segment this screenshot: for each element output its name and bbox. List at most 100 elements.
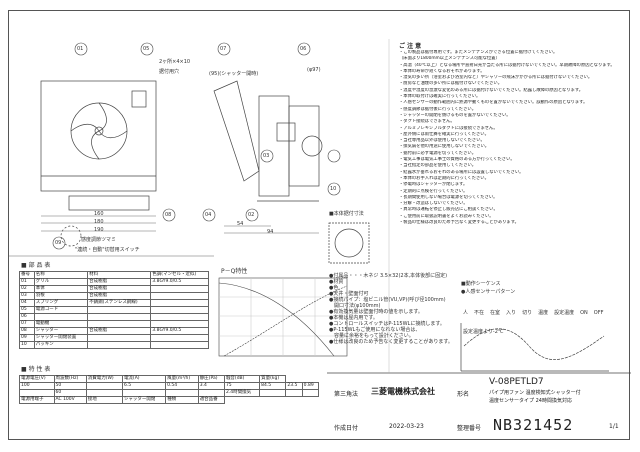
- table-cell: [150, 334, 209, 342]
- table-cell: [259, 389, 287, 397]
- note-line: （床面より1800mm以上メンテナンス可能な位置）: [399, 56, 500, 62]
- perf-title: ■ 特 性 表: [21, 366, 51, 373]
- note-line: ・湿気の多い所（浴室および浴室内など）やシャワーの飛沫がかかる所には据付けないで…: [399, 75, 593, 81]
- technical-drawings: [9, 39, 631, 374]
- callout-number: 10: [330, 186, 337, 192]
- callout-number: 06: [300, 46, 307, 52]
- sequence-label: ON: [580, 310, 588, 316]
- note-line: ・異常時は運転を停止し販売店にご相談ください。: [399, 207, 498, 213]
- table-cell: 接地: [85, 396, 123, 404]
- note-line: ・本体のお手入れは定期的に行ってください。: [399, 175, 489, 181]
- notes-title: ご 注 意: [399, 43, 422, 50]
- spec-item: ●付属品・・・木ネジ 3.5×32(2本,本体後部に固定): [329, 273, 448, 279]
- table-cell: 合成樹脂: [87, 278, 152, 286]
- angle-label: 第三角法: [334, 391, 359, 398]
- spec-item: ●接続パイプ：塩ビニル管(VU,VP)(呼び径100mm): [329, 297, 446, 303]
- note-line: ・停電時はシャッターが閉じます。: [399, 182, 468, 188]
- dim-label: 94: [267, 229, 274, 235]
- perf-table: 電源電圧(V)周波数(Hz)消費電力(W)電流(A)風量(m³/h)静圧(Pa)…: [19, 375, 320, 404]
- table-cell: [197, 389, 225, 397]
- table-cell: [150, 341, 209, 349]
- note-line: ・本体の寿命が短くなるおそれがあります。: [399, 68, 485, 74]
- table-cell: [87, 320, 152, 328]
- table-cell: [85, 382, 123, 390]
- table-cell: [87, 341, 152, 349]
- table-cell: 03: [19, 292, 35, 300]
- table-cell: 電源電圧(V): [19, 375, 55, 383]
- table-cell: 23.5: [285, 382, 303, 390]
- sequence-label: 入り: [506, 310, 517, 316]
- table-cell: [301, 389, 320, 397]
- table-cell: 合成樹脂: [87, 292, 152, 300]
- note-line: ・結露水が垂れるおそれのある場所には設置しないでください。: [399, 169, 524, 175]
- table-cell: AC 100V: [53, 396, 87, 404]
- table-cell: 不錆鋼(ステンレス鋼線): [87, 299, 152, 307]
- date-value: 2022-03-23: [389, 423, 424, 430]
- sequence-label: 在室: [490, 310, 501, 316]
- table-cell: 名称: [33, 271, 89, 279]
- table-cell: [121, 389, 167, 397]
- note-line: ・長期間使用しない場合は電源を切ってください。: [399, 194, 498, 200]
- table-row: 06: [19, 313, 209, 321]
- table-cell: グリル: [33, 278, 89, 286]
- pq-curve: [218, 282, 335, 357]
- note-line: ・当社指定の部品を使用してください。: [399, 163, 477, 169]
- sequence-subtitle: ●人感センサーパターン: [461, 289, 516, 295]
- table-cell: 2.4時間換気: [223, 389, 261, 397]
- hole-note: 2ヶ所×4×10: [159, 59, 191, 65]
- note-line: ・屋外側には雨仕舞を確実に行ってください。: [399, 131, 489, 137]
- table-cell: [87, 313, 152, 321]
- table-cell: 3.8GY9.0/0.5: [150, 278, 209, 286]
- table-cell: [150, 285, 209, 293]
- table-cell: [19, 389, 55, 397]
- hole-note: 据付用穴: [159, 69, 180, 75]
- drawing-sheet: 01 05 07 06 03 04 02 10 08 09 2ヶ所×4×10 据…: [8, 10, 631, 440]
- table-cell: スプリング: [33, 299, 89, 307]
- note-line: ・電気工事は電気工事士の資格のある方が行ってください。: [399, 157, 515, 163]
- table-cell: [150, 299, 209, 307]
- table-header-row: 番号名称材料色調(マンセル・近似): [19, 271, 209, 279]
- table-cell: 周波数(Hz): [53, 375, 87, 383]
- spec-item: ●P-115WLもご使用になれない場合は、: [329, 327, 421, 333]
- sequence-label: 温度: [538, 310, 549, 316]
- table-row: 60 2.4時間換気: [19, 389, 320, 397]
- table-cell: 07: [19, 320, 35, 328]
- company-name: 三菱電機株式会社: [371, 387, 435, 396]
- table-cell: [150, 306, 209, 314]
- note-line: ・ご使用前に取扱説明書をよくお読みください。: [399, 213, 494, 219]
- callout-number: 04: [205, 212, 212, 218]
- sequence-label: 設定温度より-2℃: [463, 329, 504, 335]
- dim-label: 54: [237, 221, 244, 227]
- callout-number: 08: [165, 212, 172, 218]
- callout-number: 02: [248, 212, 255, 218]
- table-cell: 75: [223, 382, 261, 390]
- table-cell: 質量(kg): [259, 375, 287, 383]
- note-line: ・当社専用品以外は使用しないでください。: [399, 138, 485, 144]
- table-cell: 60: [53, 389, 87, 397]
- spec-item: 容量に余裕をもって設計ください。: [329, 333, 414, 339]
- sensor-dial-label: 感度調節ツマミ: [81, 237, 117, 243]
- note-line: ・厨房など油煙の多い所には据付けないでください。: [399, 81, 502, 87]
- sequence-label: 切り: [522, 310, 533, 316]
- note-line: ・定期的に点検を行ってください。: [399, 188, 468, 194]
- table-cell: 電源コード: [33, 306, 89, 314]
- callout-number: 09: [55, 240, 62, 246]
- table-cell: 風量(m³/h): [165, 375, 199, 383]
- note-line: ・製品の仕様は改良のため予告なく変更することがあります。: [399, 220, 519, 226]
- spec-item: ●仕様は改良のため予告なく変更することがあります。: [329, 339, 453, 345]
- caution-notes: ご 注 意 ・この製品は据付専用です。またメンテナンスができる位置に据付けてくだ…: [399, 41, 635, 226]
- pq-chart-title: P－Q特性: [221, 268, 248, 275]
- table-cell: 番号: [19, 271, 35, 279]
- note-line: ・感度調節は据付後に行ってください。: [399, 106, 476, 112]
- table-cell: [150, 320, 209, 328]
- table-cell: [150, 292, 209, 300]
- table-cell: 02: [19, 285, 35, 293]
- table-cell: シャッター開閉装置: [33, 334, 89, 342]
- note-line: ・本体の取付けは確実に行ってください。: [399, 94, 481, 100]
